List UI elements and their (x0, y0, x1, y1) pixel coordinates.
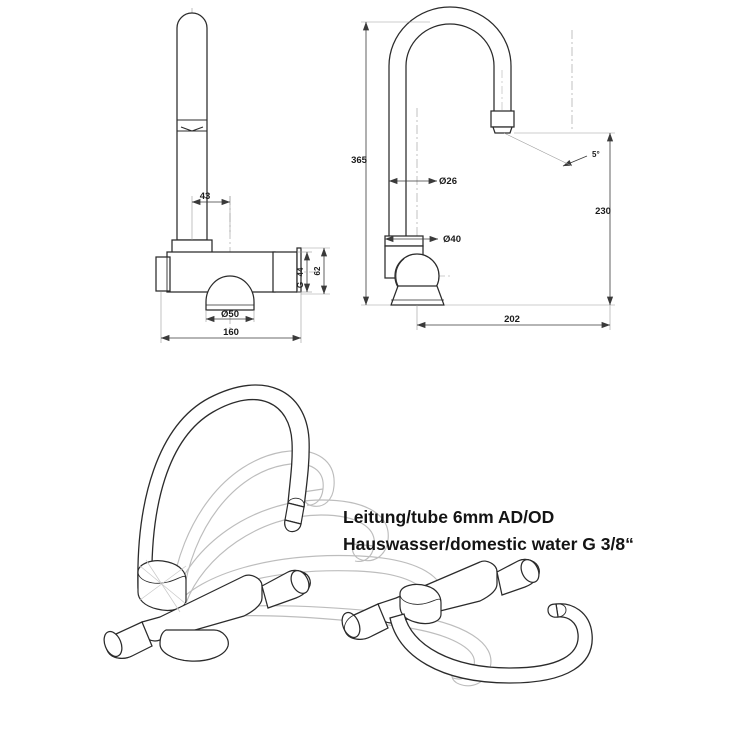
iso-handle-right (261, 569, 311, 609)
dimension-dia26-label: Ø26 (439, 176, 457, 187)
dimension-43-label: 43 (200, 191, 211, 202)
folded-view (341, 558, 593, 684)
dimension-202: 202 (416, 305, 611, 330)
folded-spout-outlet (547, 603, 567, 618)
front-view: 43 Ø50 160 44 G 62 (155, 8, 330, 343)
front-base-dome (205, 275, 255, 311)
note-line-1: Leitung/tube 6mm AD/OD (343, 507, 554, 527)
dimension-43: 43 (191, 191, 231, 240)
dimension-dia50-label: Ø50 (221, 309, 239, 320)
note-line-2: Hauswasser/domestic water G 3/8“ (343, 534, 634, 554)
dimension-365: 365 (351, 21, 430, 306)
dimension-230: 230 (444, 132, 615, 306)
dimension-44: 44 G (296, 251, 312, 293)
dimension-62-label: 62 (313, 266, 322, 275)
side-spout-outlet (490, 110, 515, 134)
dimension-dia50: Ø50 (205, 309, 255, 323)
iso-swivel-collar (137, 560, 187, 612)
dimension-230-label: 230 (595, 206, 611, 217)
folded-swivel-collar (399, 583, 442, 625)
iso-handle-left (103, 621, 153, 659)
front-handle-right (272, 247, 302, 293)
dimension-160: 160 (160, 292, 302, 343)
iso-spout-outlet (284, 497, 305, 533)
dimension-dia40: Ø40 (384, 234, 461, 245)
dimension-44-label: 44 (296, 267, 305, 276)
dimension-dia40-label: Ø40 (443, 234, 461, 245)
side-view: 365 Ø26 Ø40 5° 230 2 (351, 6, 615, 330)
folded-handle-left (341, 603, 389, 640)
dimension-202-label: 202 (504, 314, 520, 325)
dimension-5-degrees-label: 5° (592, 150, 600, 159)
dimension-g-label: G (296, 282, 305, 288)
notes-block: Leitung/tube 6mm AD/OD Hauswasser/domest… (343, 507, 634, 554)
front-spout-tube (176, 12, 208, 241)
iso-base-plate (159, 629, 229, 662)
folded-handle-right (496, 558, 540, 596)
dimension-62: 62 (301, 247, 330, 295)
dimension-160-label: 160 (223, 327, 239, 338)
dimension-365-label: 365 (351, 155, 368, 166)
iso-collar-hatch (139, 559, 187, 613)
front-spout-aerator-rings (177, 119, 207, 132)
dimension-5-degrees: 5° (503, 132, 600, 167)
side-base-flange (390, 285, 445, 306)
perspective-view (103, 384, 492, 687)
front-handle-left (155, 256, 171, 292)
dimension-dia26: Ø26 (388, 176, 457, 187)
